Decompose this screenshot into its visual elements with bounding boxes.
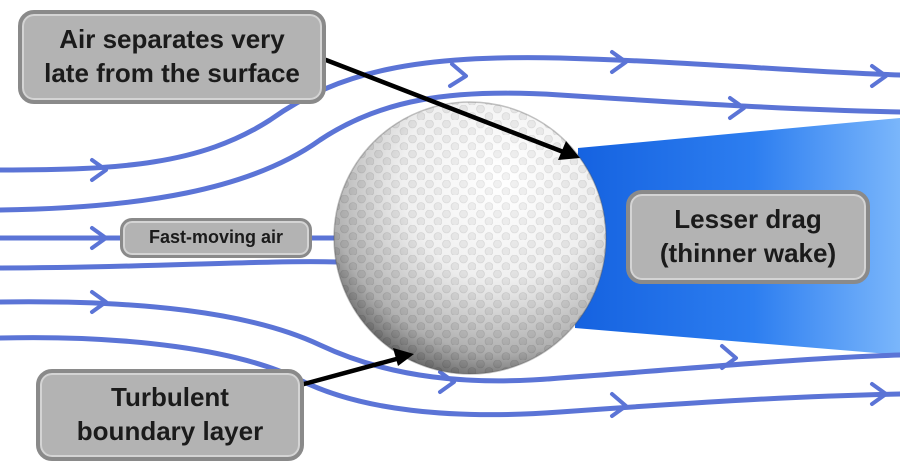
boundary-label-line2: boundary layer [76, 416, 264, 446]
separation-callout: Air separates very late from the surface [18, 10, 326, 104]
arrowhead-icon [728, 96, 746, 120]
pointer-arrows [301, 57, 580, 387]
arrowhead-icon [720, 344, 738, 370]
streamline [0, 55, 900, 173]
streamline [0, 90, 900, 213]
arrowhead-icon [448, 62, 468, 88]
separation-label-line1: Air separates very [59, 24, 285, 55]
fast-air-label: Fast-moving air [148, 227, 284, 248]
arrowhead-icon [610, 392, 628, 418]
pointer-arrow-icon [323, 57, 569, 156]
arrowhead-icon [438, 370, 456, 394]
streamline [0, 259, 341, 271]
arrowhead-icon [870, 382, 888, 406]
streamline [0, 299, 900, 384]
arrowhead-icon [870, 64, 888, 88]
drag-label-line1: Lesser drag [674, 204, 822, 235]
pointer-arrowhead [393, 348, 414, 366]
separation-label-line2: late from the surface [44, 58, 300, 88]
pointer-arrow-icon [301, 355, 403, 387]
arrowhead-icon [90, 290, 108, 314]
fast-air-callout: Fast-moving air [120, 218, 312, 258]
flow-arrowheads [90, 50, 888, 418]
golf-ball-icon [333, 101, 607, 375]
arrowhead-icon [90, 158, 108, 182]
streamline [0, 335, 900, 418]
pointer-arrowhead [558, 141, 580, 160]
arrowhead-icon [90, 226, 108, 250]
boundary-layer-callout: Turbulent boundary layer [36, 369, 304, 461]
boundary-label-line1: Turbulent [111, 382, 229, 413]
drag-label-line2: (thinner wake) [659, 238, 837, 268]
drag-callout: Lesser drag (thinner wake) [626, 190, 870, 284]
arrowhead-icon [610, 50, 628, 74]
